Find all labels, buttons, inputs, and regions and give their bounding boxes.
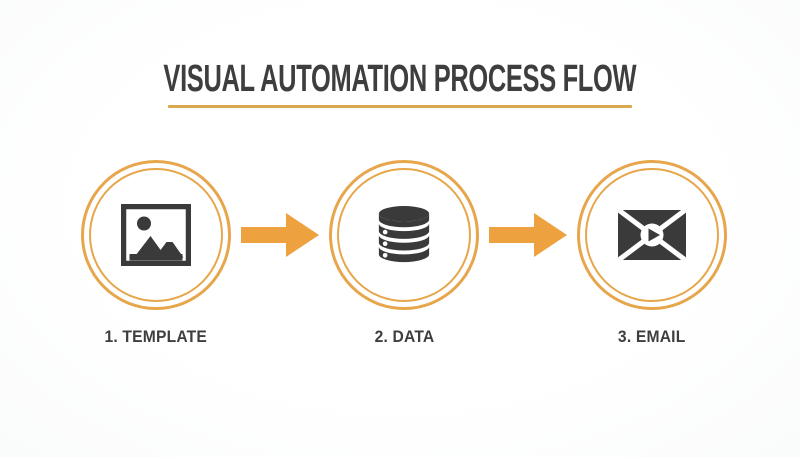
step-data-circle — [329, 159, 479, 310]
arrow-right-icon — [489, 212, 567, 257]
database-icon — [378, 205, 430, 262]
step-email-label: 3. EMAIL — [618, 326, 686, 346]
step-template-circle — [81, 159, 231, 310]
step-template-circle-inner — [89, 167, 223, 302]
step-data-circle-inner — [337, 167, 471, 302]
title-underline — [168, 104, 632, 108]
process-flow: 1. TEMPLATE — [8, 159, 800, 347]
step-data-label: 2. DATA — [374, 326, 434, 346]
image-icon — [121, 203, 191, 266]
title-block: VISUAL AUTOMATION PROCESS FLOW — [0, 0, 800, 108]
step-data: 2. DATA — [329, 159, 479, 347]
step-template-label: 1. TEMPLATE — [104, 326, 208, 346]
email-play-icon — [618, 209, 686, 260]
step-email-circle-inner — [585, 167, 719, 302]
step-template: 1. TEMPLATE — [81, 159, 231, 347]
diagram-title: VISUAL AUTOMATION PROCESS FLOW — [163, 58, 637, 100]
step-email: 3. EMAIL — [577, 159, 727, 347]
arrow-right-icon — [241, 212, 319, 257]
step-email-circle — [577, 159, 727, 310]
